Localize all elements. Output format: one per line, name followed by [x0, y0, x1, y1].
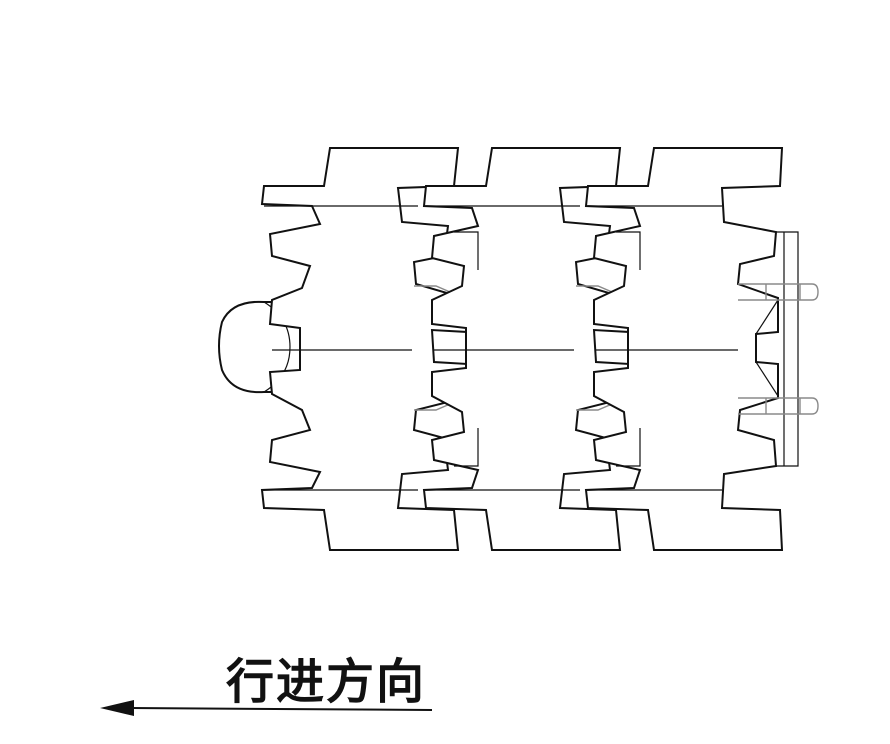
direction-arrow: [100, 700, 433, 716]
connecting-pin-1: [738, 283, 819, 301]
chain-module-3: [584, 147, 799, 551]
chain-module-2: [422, 147, 632, 551]
direction-label: 行进方向: [226, 654, 427, 710]
connecting-pin-2: [738, 397, 819, 415]
